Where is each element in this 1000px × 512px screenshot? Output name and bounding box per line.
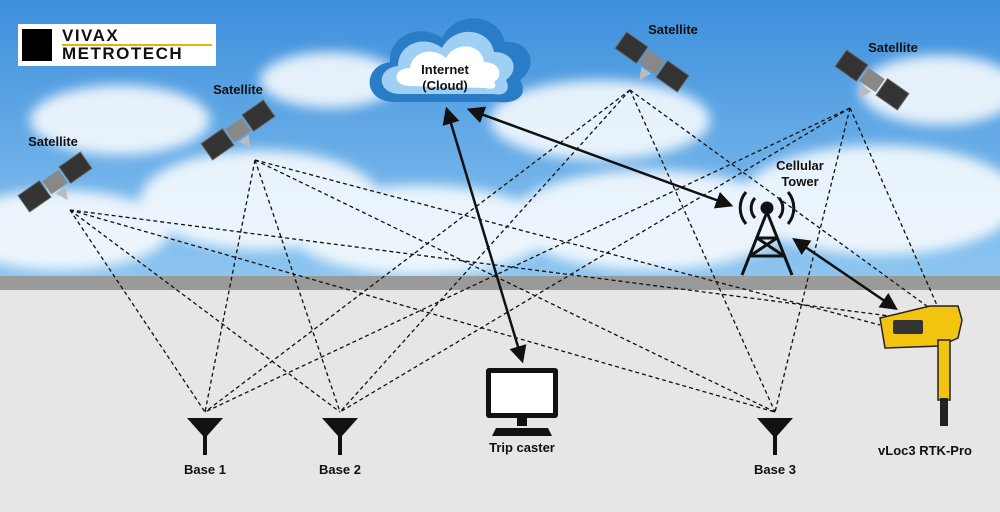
- satellite-label-4: Satellite: [868, 40, 918, 55]
- logo-mark-icon: [22, 29, 52, 61]
- base-antenna-icon-3: [757, 418, 793, 455]
- data-link-arrows: [442, 106, 898, 364]
- satellite-label-1: Satellite: [28, 134, 78, 149]
- satellite-icon-1: [17, 151, 93, 213]
- logo-line-2: METROTECH: [62, 44, 184, 63]
- vloc3-device-icon: [879, 305, 963, 426]
- cellular-tower-icon: [738, 191, 796, 276]
- satellite-icon-4: [834, 49, 910, 111]
- base-antenna-icon-1: [187, 418, 223, 455]
- cloud-label-line-2: (Cloud): [422, 78, 468, 93]
- base-label-1: Base 1: [184, 462, 226, 477]
- computer-icon: [486, 368, 558, 436]
- vivax-metrotech-logo: VIVAX METROTECH: [18, 24, 216, 66]
- base-label-2: Base 2: [319, 462, 361, 477]
- satellite-icon-3: [614, 31, 690, 93]
- cloud-label-line-1: Internet: [421, 62, 469, 77]
- tower-label-line-1: Cellular: [776, 158, 824, 173]
- internet-cloud-icon: [369, 18, 531, 103]
- satellite-label-2: Satellite: [213, 82, 263, 97]
- logo-underline: [62, 44, 212, 46]
- satellite-icon-2: [200, 99, 276, 161]
- rover-label: vLoc3 RTK-Pro: [878, 443, 972, 458]
- caster-label: Trip caster: [489, 440, 555, 455]
- base-label-3: Base 3: [754, 462, 796, 477]
- logo-line-1: VIVAX: [62, 26, 120, 45]
- base-antenna-icon-2: [322, 418, 358, 455]
- tower-label-line-2: Tower: [781, 174, 819, 189]
- satellite-label-3: Satellite: [648, 22, 698, 37]
